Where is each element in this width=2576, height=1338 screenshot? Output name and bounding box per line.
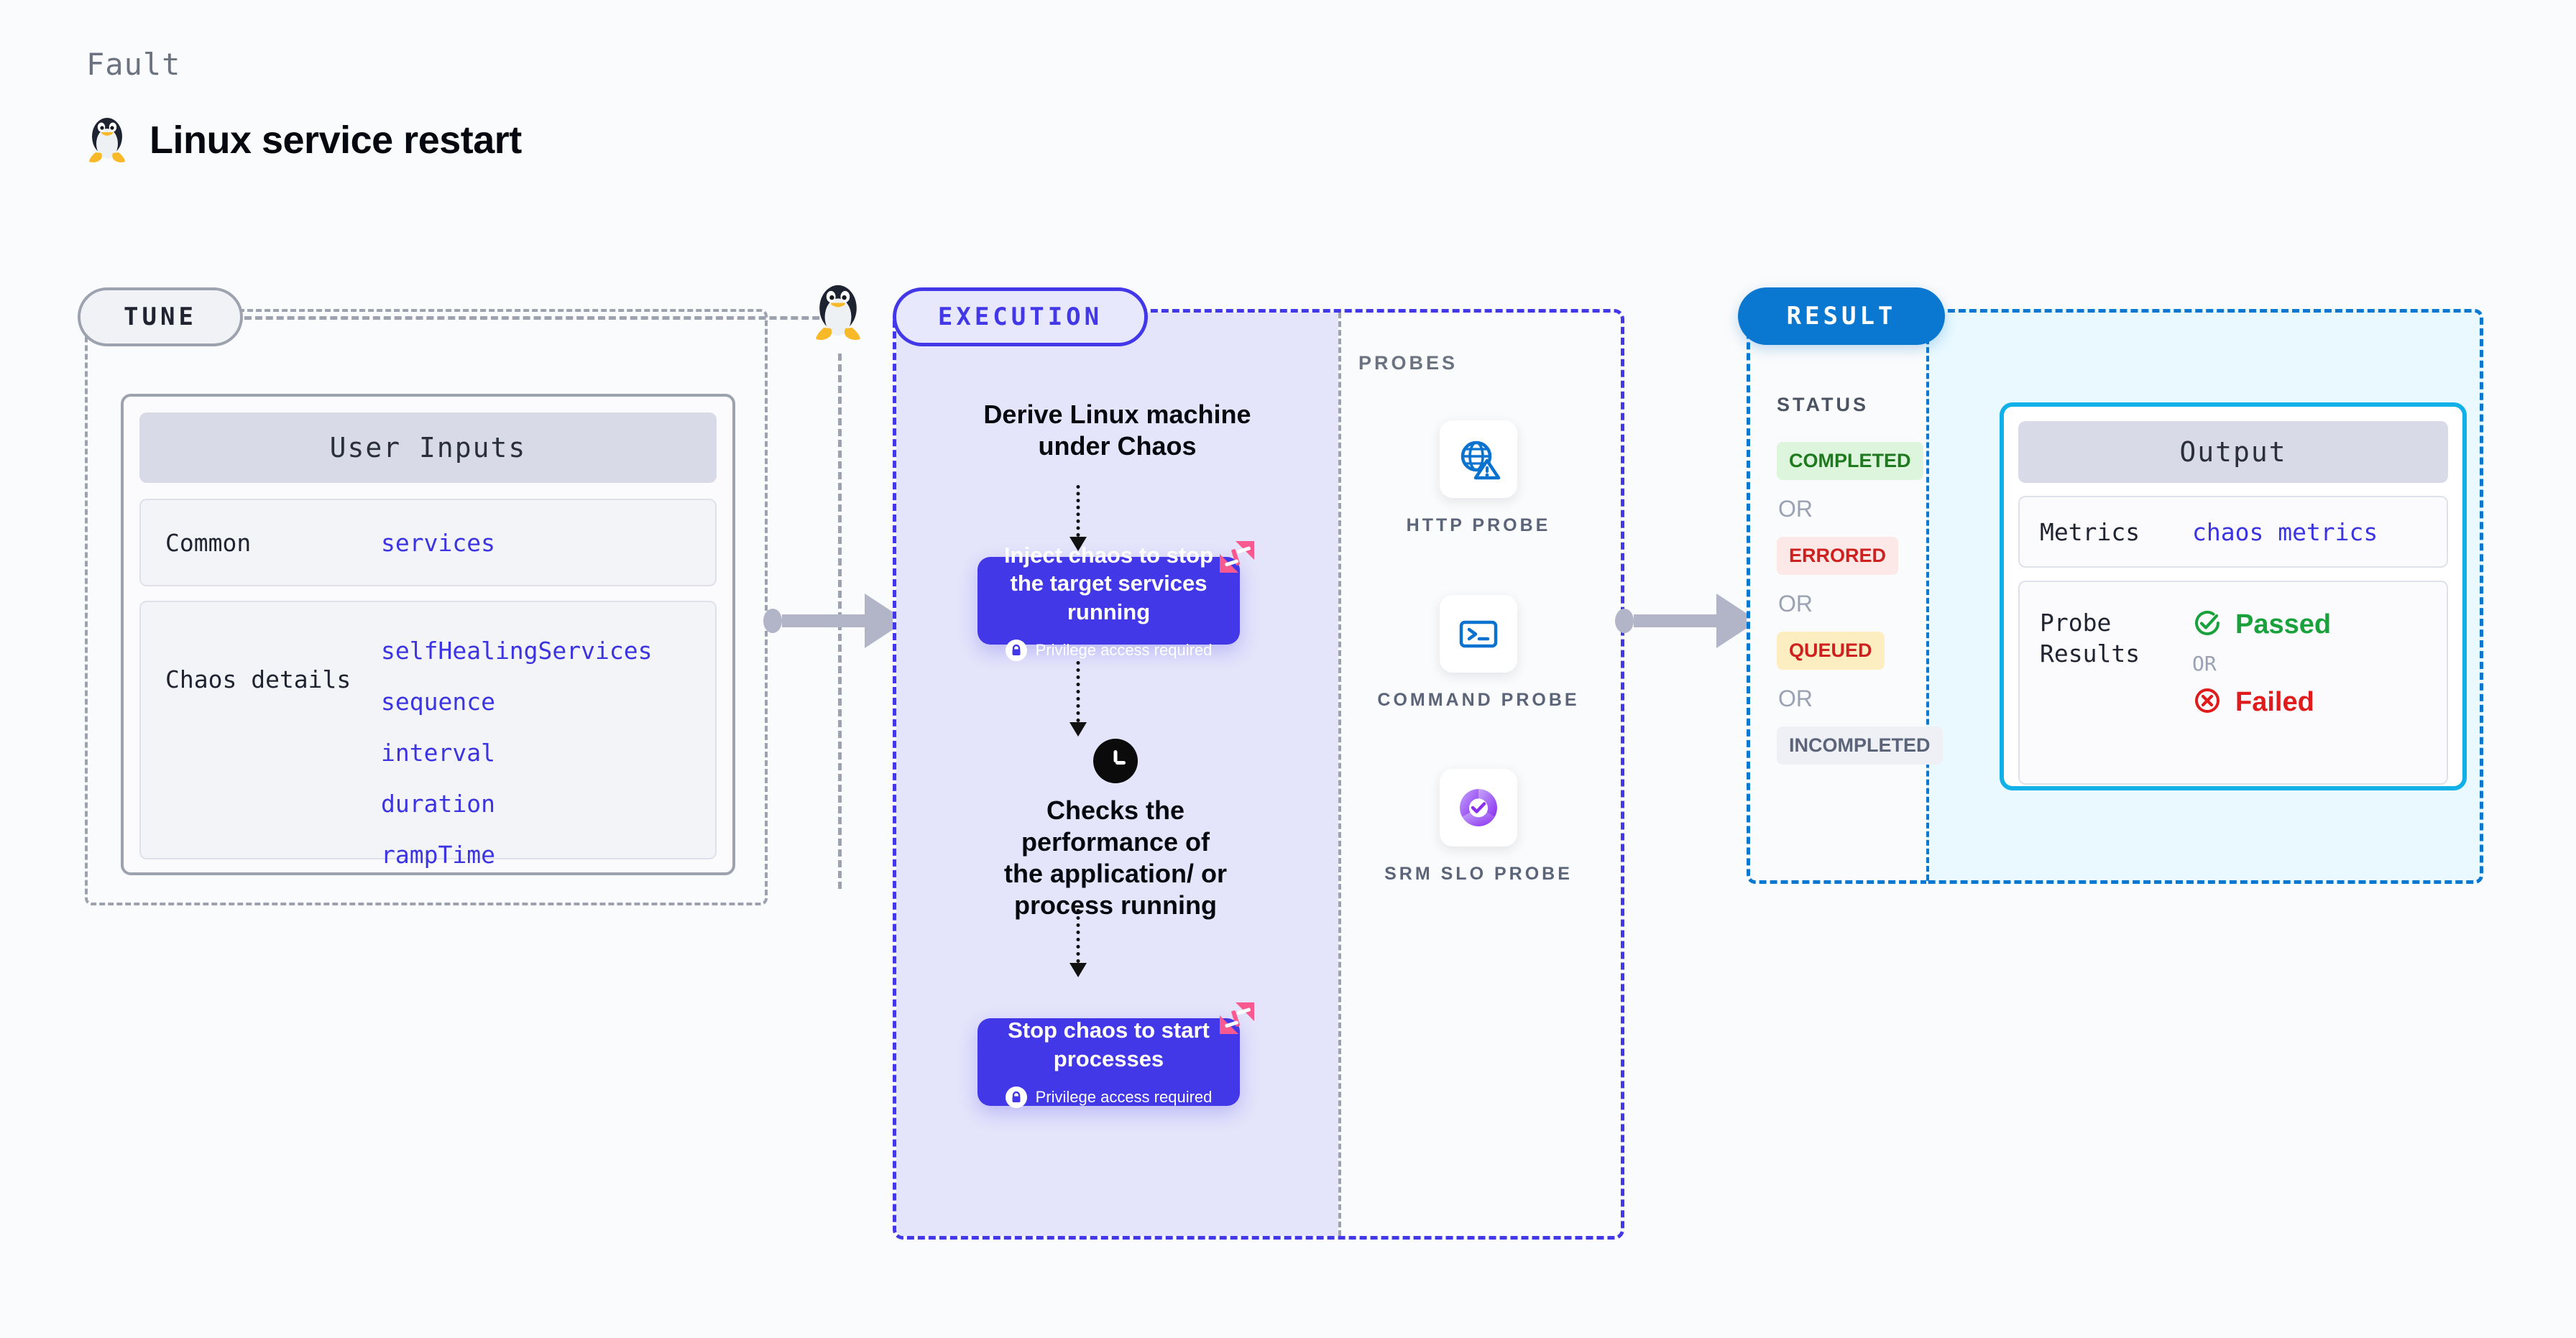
status-badge-completed[interactable]: COMPLETED: [1777, 442, 1923, 480]
privilege-note: Privilege access required: [1005, 639, 1213, 661]
lock-icon: [1005, 639, 1027, 661]
stop-chaos-box[interactable]: Stop chaos to start processes Privilege …: [978, 1002, 1254, 1108]
privilege-note-label: Privilege access required: [1035, 1087, 1213, 1106]
table-row-chaos-details[interactable]: Chaos details selfHealingServices sequen…: [139, 601, 717, 869]
passed-label: Passed: [2235, 609, 2332, 640]
derive-machine-step-label: Derive Linux machine under Chaos: [983, 400, 1251, 461]
flow-arrow-1: [1064, 485, 1092, 551]
checks-performance-label: Checks the performance of the applicatio…: [1003, 795, 1228, 920]
result-stage-pill[interactable]: RESULT: [1738, 287, 1945, 345]
lock-icon: [1005, 1086, 1027, 1108]
probe-item-http[interactable]: HTTP PROBE: [1360, 420, 1597, 538]
fault-title-row: Linux service restart: [86, 115, 522, 165]
connector-tail: [1615, 609, 1634, 633]
row-values: selfHealingServices sequence interval du…: [381, 637, 653, 869]
row-values: services: [381, 528, 495, 557]
clock-icon: [1093, 739, 1138, 783]
execution-stage-pill[interactable]: EXECUTION: [893, 287, 1148, 346]
execution-probes-divider: [1338, 313, 1341, 1236]
status-or-label: OR: [1778, 686, 1813, 711]
row-key: Common: [165, 528, 252, 557]
tune-boundary: [85, 309, 768, 905]
page-title: Linux service restart: [150, 119, 522, 162]
harness-logo-icon: [1218, 1001, 1256, 1041]
slo-donut-check-icon: [1440, 769, 1517, 846]
probe-item-command[interactable]: COMMAND PROBE: [1360, 595, 1597, 713]
status-list: COMPLETED OR ERRORED OR QUEUED OR INCOMP…: [1777, 442, 1943, 765]
inject-chaos-box[interactable]: Inject chaos to stop the target services…: [978, 541, 1254, 661]
tune-connector-line: [244, 316, 841, 320]
output-heading: Output: [2018, 421, 2448, 483]
status-badge-queued[interactable]: QUEUED: [1777, 632, 1885, 670]
harness-logo-icon: [1218, 540, 1256, 579]
tune-stage-pill[interactable]: TUNE: [78, 287, 243, 346]
result-section: RESULT STATUS COMPLETED OR ERRORED OR QU…: [1738, 287, 2487, 884]
status-or-label: OR: [1778, 591, 1813, 617]
flow-arrow-2: [1064, 661, 1092, 737]
inject-chaos-title: Inject chaos to stop the target services…: [1003, 542, 1214, 624]
user-inputs-heading: User Inputs: [139, 412, 717, 483]
probe-result-values: Passed OR Failed: [2192, 608, 2331, 719]
status-badge-incompleted[interactable]: INCOMPLETED: [1777, 726, 1943, 765]
row-values: chaos metrics: [2192, 517, 2378, 546]
tune-section: TUNE User Inputs Common services Chaos d…: [78, 285, 860, 905]
probe-result-failed: Failed: [2192, 686, 2331, 719]
privilege-note-label: Privilege access required: [1035, 640, 1213, 659]
probe-label: COMMAND PROBE: [1377, 690, 1580, 710]
table-row-metrics[interactable]: Metrics chaos metrics: [2018, 496, 2448, 568]
flow-arrow-3: [1064, 909, 1092, 977]
terminal-prompt-icon: [1440, 595, 1517, 673]
probe-label: SRM SLO PROBE: [1384, 864, 1573, 884]
probe-result-passed: Passed: [2192, 608, 2331, 642]
user-inputs-card: User Inputs Common services Chaos detail…: [121, 394, 735, 875]
connector-line: [782, 614, 865, 627]
result-status-boundary: [1747, 309, 1926, 884]
status-badge-errored[interactable]: ERRORED: [1777, 537, 1899, 575]
probe-item-srm-slo[interactable]: SRM SLO PROBE: [1360, 769, 1597, 887]
check-circle-icon: [2192, 608, 2222, 642]
linux-penguin-icon: [86, 115, 128, 165]
status-title: STATUS: [1777, 394, 1869, 415]
failed-label: Failed: [2235, 687, 2314, 717]
row-key: Metrics: [2040, 517, 2140, 546]
fault-eyebrow-label: Fault: [86, 47, 181, 82]
result-internal-divider: [1926, 313, 1929, 880]
execution-section: EXECUTION Derive Linux machine under Cha…: [893, 287, 1624, 1240]
connector-tail: [763, 609, 782, 633]
x-circle-icon: [2192, 686, 2222, 719]
probes-title: PROBES: [1358, 352, 1458, 374]
privilege-note: Privilege access required: [1005, 1086, 1213, 1108]
status-or-label: OR: [1778, 496, 1813, 522]
table-row-common[interactable]: Common services: [139, 499, 717, 586]
row-key: Chaos details: [165, 665, 351, 693]
checks-performance-step: Checks the performance of the applicatio…: [893, 739, 1338, 921]
probe-result-or-label: OR: [2192, 652, 2217, 675]
probe-label: HTTP PROBE: [1406, 515, 1551, 535]
stop-chaos-title: Stop chaos to start processes: [1008, 1018, 1210, 1071]
connector-line: [1634, 614, 1716, 627]
globe-warning-icon: [1440, 420, 1517, 498]
linux-penguin-icon: [812, 282, 864, 347]
